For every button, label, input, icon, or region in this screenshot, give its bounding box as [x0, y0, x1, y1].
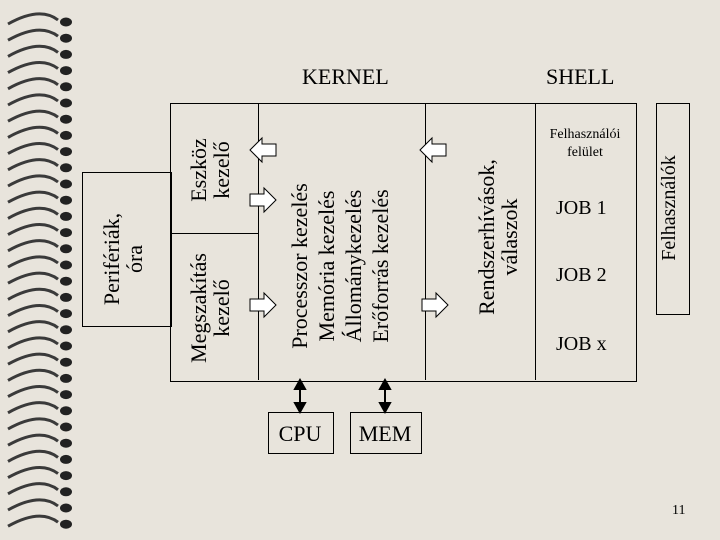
spiral-ring	[7, 61, 59, 74]
spiral-ring	[7, 28, 59, 42]
spiral-hole	[60, 179, 72, 189]
peripheral-label: Perifériák,óra	[99, 212, 148, 306]
spiral-hole	[60, 130, 72, 140]
kernel-label: KERNEL	[302, 64, 389, 89]
spiral-ring	[7, 498, 59, 512]
job-x-label: JOB x	[556, 333, 607, 355]
spiral-hole	[60, 195, 72, 205]
spiral-ring	[7, 12, 59, 26]
users-box	[656, 103, 690, 315]
mem-label: MEM	[358, 421, 412, 446]
spiral-hole	[60, 66, 72, 76]
spiral-ring	[7, 514, 59, 528]
user-interface-label: Felhasználói felület	[549, 127, 621, 160]
spiral-ring	[7, 433, 59, 447]
spiral-ring	[7, 385, 59, 398]
spiral-ring	[7, 449, 59, 463]
spiral-hole	[60, 438, 72, 448]
spiral-ring	[7, 190, 59, 204]
spiral-ring	[7, 466, 59, 479]
spiral-hole	[60, 228, 72, 238]
spiral-hole	[60, 325, 72, 335]
spiral-binding-icon	[7, 12, 72, 529]
spiral-ring	[7, 304, 59, 317]
spiral-ring	[7, 44, 59, 58]
spiral-hole	[60, 49, 72, 59]
spiral-hole	[60, 309, 72, 319]
spiral-ring	[7, 287, 59, 301]
spiral-hole	[60, 292, 72, 302]
spiral-hole	[60, 341, 72, 351]
spiral-hole	[60, 357, 72, 367]
spiral-hole	[60, 163, 72, 173]
spiral-ring	[7, 125, 59, 139]
job-2-label: JOB 2	[556, 264, 607, 286]
spiral-ring	[7, 320, 59, 334]
spiral-hole	[60, 147, 72, 157]
cpu-label: CPU	[278, 421, 322, 446]
spiral-ring	[7, 109, 59, 123]
spiral-hole	[60, 244, 72, 254]
syscalls-label: Rendszerhívások,válaszok	[474, 159, 523, 315]
spiral-hole	[60, 276, 72, 286]
divider-3	[535, 103, 536, 380]
users-label: Felhasználók	[658, 155, 680, 261]
divider-2	[425, 103, 426, 380]
spiral-hole	[60, 503, 72, 513]
spiral-hole	[60, 260, 72, 270]
shell-label: SHELL	[546, 64, 615, 89]
spiral-hole	[60, 114, 72, 124]
spiral-hole	[60, 82, 72, 92]
spiral-hole	[60, 471, 72, 481]
divider-1	[258, 103, 259, 380]
job-1-label: JOB 1	[556, 197, 607, 219]
spiral-ring	[7, 271, 59, 285]
spiral-hole	[60, 487, 72, 497]
spiral-ring	[7, 206, 59, 220]
spiral-ring	[7, 158, 59, 172]
spiral-ring	[7, 239, 59, 253]
spiral-hole	[60, 211, 72, 221]
spiral-ring	[7, 142, 59, 155]
spiral-hole	[60, 17, 72, 27]
spiral-hole	[60, 519, 72, 529]
spiral-ring	[7, 174, 59, 188]
spiral-hole	[60, 373, 72, 383]
spiral-hole	[60, 98, 72, 108]
spiral-hole	[60, 422, 72, 432]
peripheral-box	[82, 172, 172, 327]
spiral-ring	[7, 223, 59, 236]
spiral-hole	[60, 390, 72, 400]
spiral-ring	[7, 93, 59, 107]
core-functions-label: Processzor kezelés Memória kezelés Állom…	[287, 183, 393, 349]
spiral-ring	[7, 77, 59, 91]
spiral-ring	[7, 352, 59, 366]
spiral-hole	[60, 33, 72, 43]
spiral-hole	[60, 454, 72, 464]
kernel-box	[170, 103, 637, 382]
spiral-hole	[60, 406, 72, 416]
spiral-ring	[7, 417, 59, 431]
spiral-ring	[7, 336, 59, 350]
spiral-ring	[7, 368, 59, 382]
spiral-ring	[7, 482, 59, 496]
divider-horizontal	[170, 233, 258, 234]
spiral-ring	[7, 401, 59, 415]
spiral-ring	[7, 255, 59, 269]
page-number: 11	[672, 503, 686, 518]
